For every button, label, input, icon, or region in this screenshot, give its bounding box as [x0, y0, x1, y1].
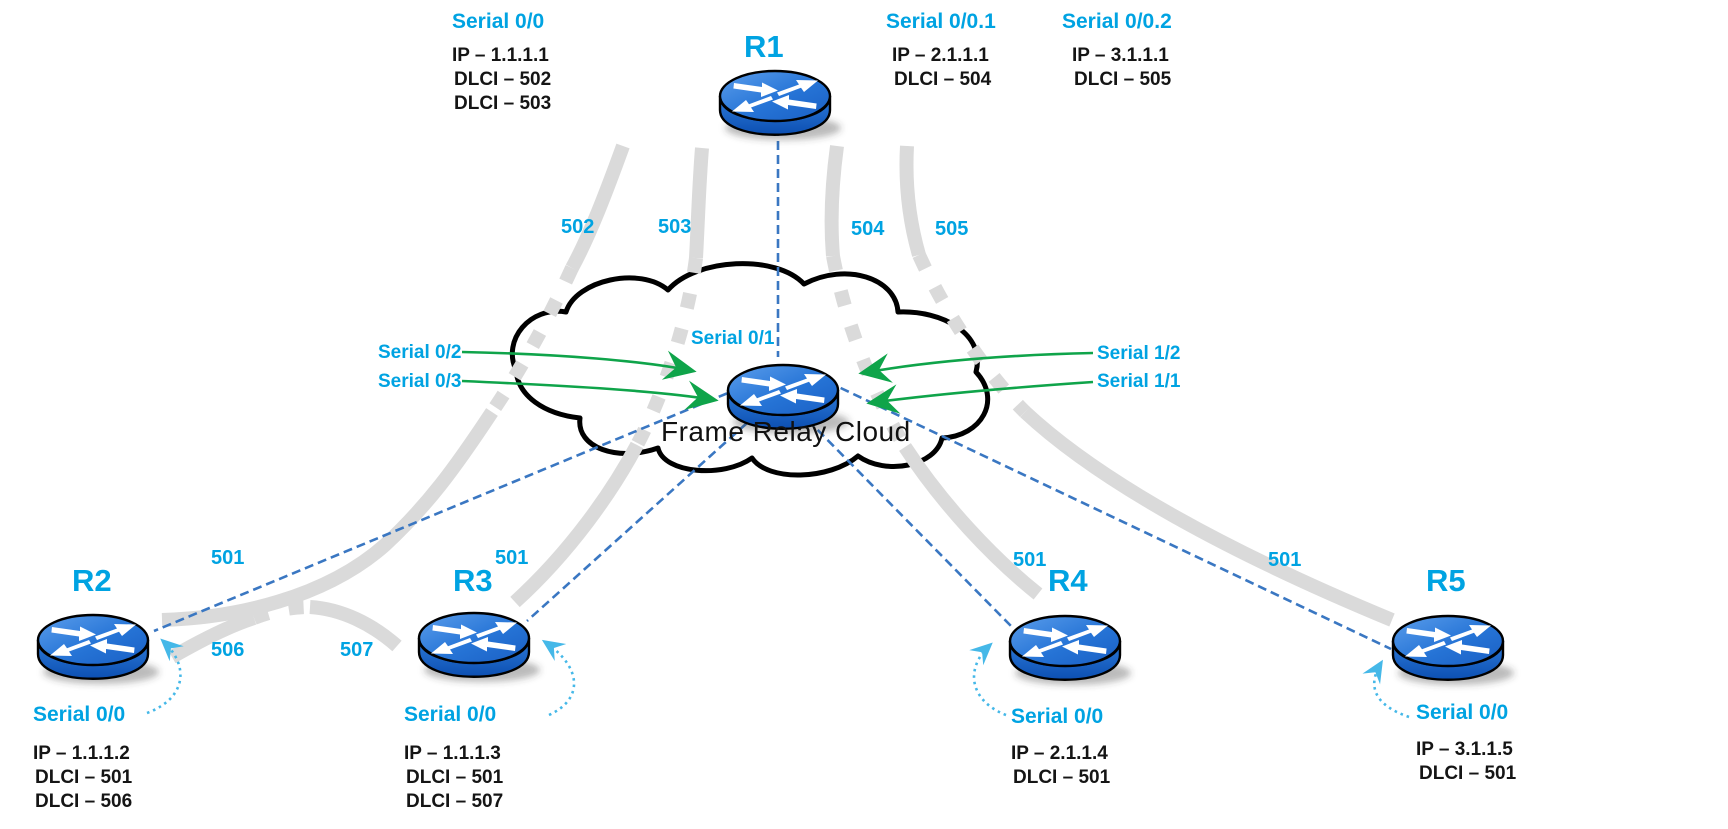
cloud-if-serial-0-3: Serial 0/3 [378, 371, 462, 392]
router-icon-r5 [1393, 616, 1514, 685]
link-cloud-r4 [797, 409, 1012, 627]
pvc-pipe-503-top [689, 147, 709, 259]
r1-if1-label: Serial 0/0 [452, 10, 545, 33]
callout-arrow-r2-serial [146, 638, 184, 715]
router-icon-r2 [38, 615, 159, 684]
pvc-pipe-504-dashed [826, 254, 912, 451]
r1-if1-ip: IP – 1.1.1.1 [452, 45, 549, 66]
r1-if1-dlci-b: DLCI – 503 [454, 93, 552, 114]
r1-name: R1 [744, 29, 784, 64]
pvc-pipe-506-507-dashed [251, 600, 311, 625]
r4-if-dlci-a: DLCI – 501 [1013, 767, 1111, 788]
pvc-pipe-507-right [309, 600, 402, 652]
pvc-label-501-r2: 501 [211, 547, 245, 569]
pvc-label-507: 507 [340, 639, 374, 661]
pvc-pipe-502-dashed [486, 265, 579, 416]
arrow-serial-0-3 [461, 379, 719, 411]
arrow-serial-1-1 [866, 380, 1094, 414]
r3-if-ip: IP – 1.1.1.3 [404, 743, 501, 764]
r1-if3-label: Serial 0/0.2 [1062, 10, 1172, 33]
arrow-serial-0-2 [461, 350, 697, 380]
r1-if2-label: Serial 0/0.1 [886, 10, 996, 33]
pvc-label-504: 504 [851, 218, 885, 240]
pvc-label-501-r5: 501 [1268, 549, 1302, 571]
r1-if3-ip: IP – 3.1.1.1 [1072, 45, 1169, 66]
cloud-title: Frame Relay Cloud [661, 416, 911, 447]
cloud-if-serial-0-2: Serial 0/2 [378, 342, 462, 363]
pvc-pipe-504-bottom [899, 443, 1043, 600]
pvc-pipe-504-top [824, 145, 844, 257]
pvc-pipe-505-top [899, 145, 926, 257]
pvc-pipe-505-bottom [1020, 406, 1395, 627]
r3-if-dlci-a: DLCI – 501 [406, 767, 504, 788]
link-cloud-r5 [827, 380, 1392, 651]
callout-arrow-r4-serial [969, 642, 1007, 717]
r1-if2-dlci-a: DLCI – 504 [894, 69, 992, 90]
pvc-label-505: 505 [935, 218, 969, 240]
r4-if-label: Serial 0/0 [1011, 705, 1104, 728]
link-cloud-r2 [153, 386, 741, 633]
r2-if-dlci-a: DLCI – 501 [35, 767, 133, 788]
r5-name: R5 [1426, 563, 1466, 598]
cloud-router-if-label: Serial 0/1 [691, 328, 775, 349]
r1-if3-dlci-a: DLCI – 505 [1074, 69, 1172, 90]
pvc-label-506: 506 [211, 639, 245, 661]
r4-if-ip: IP – 2.1.1.4 [1011, 743, 1108, 764]
pvc-label-501-r3: 501 [495, 547, 529, 569]
router-icon-r3 [419, 613, 540, 682]
r5-if-label: Serial 0/0 [1416, 701, 1509, 724]
router-icon-r1 [720, 71, 841, 140]
pvc-pipe-503-bottom [510, 441, 644, 608]
router-icon-r4 [1010, 616, 1131, 685]
callout-arrow-r3-serial [541, 639, 576, 717]
pvc-label-501-r4: 501 [1013, 549, 1047, 571]
pvc-label-502: 502 [561, 216, 595, 238]
r3-name: R3 [453, 563, 493, 598]
r3-if-label: Serial 0/0 [404, 703, 497, 726]
r2-if-dlci-b: DLCI – 506 [35, 791, 133, 812]
link-cloud-r3 [526, 413, 758, 622]
r2-if-ip: IP – 1.1.1.2 [33, 743, 130, 764]
pvc-pipe-502-bottom [161, 408, 498, 627]
pvc-label-503: 503 [658, 216, 692, 238]
r1-if2-ip: IP – 2.1.1.1 [892, 45, 989, 66]
cloud-if-serial-1-2: Serial 1/2 [1097, 343, 1181, 364]
pvc-pipe-502-top [565, 143, 630, 272]
r4-name: R4 [1048, 563, 1088, 598]
callout-arrow-r5-serial [1362, 659, 1410, 719]
cloud-if-serial-1-1: Serial 1/1 [1097, 371, 1181, 392]
r2-name: R2 [72, 563, 112, 598]
r3-if-dlci-b: DLCI – 507 [406, 791, 504, 812]
r2-if-label: Serial 0/0 [33, 703, 126, 726]
r5-if-ip: IP – 3.1.1.5 [1416, 739, 1513, 760]
r5-if-dlci-a: DLCI – 501 [1419, 763, 1517, 784]
r1-if1-dlci-a: DLCI – 502 [454, 69, 552, 90]
arrow-serial-1-2 [858, 351, 1094, 383]
